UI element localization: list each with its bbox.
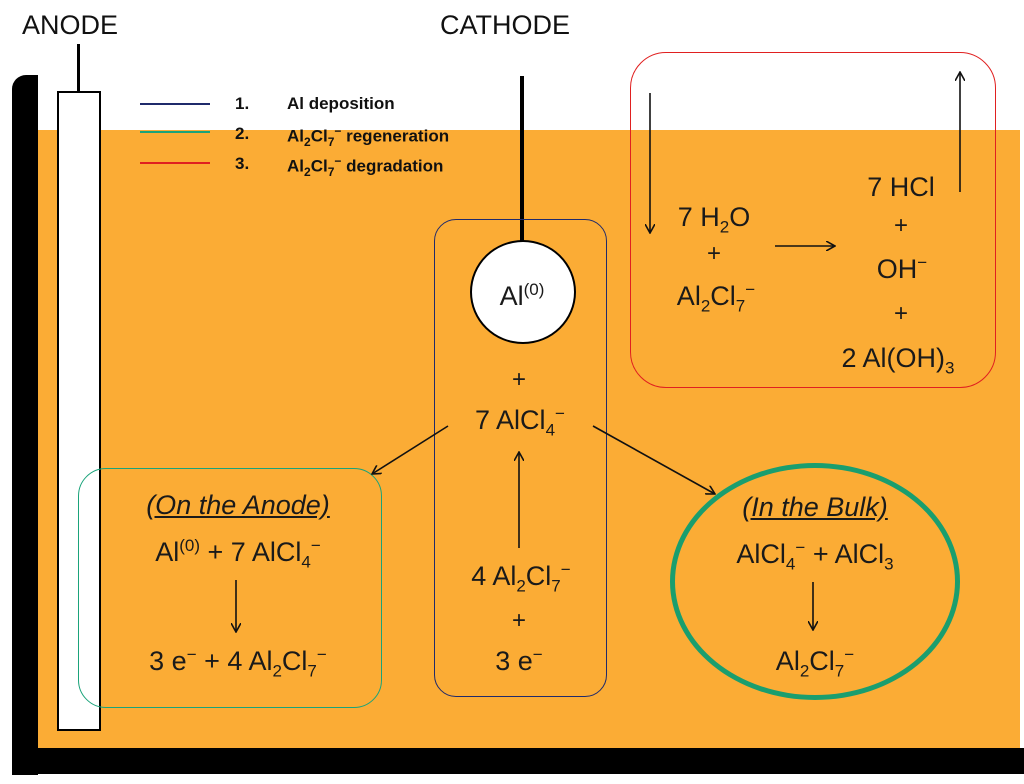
anode-wire bbox=[77, 44, 80, 92]
legend-line-deposition bbox=[140, 103, 210, 105]
water-species: 7 H2O bbox=[677, 202, 751, 237]
al-metal-label: Al(0) bbox=[499, 280, 545, 311]
cathode-label: CATHODE bbox=[440, 10, 571, 40]
aluminum-deposit-circle bbox=[470, 240, 576, 344]
degradation-plus-b: + bbox=[893, 212, 909, 239]
center-plus-2: + bbox=[511, 607, 527, 634]
degradation-plus-a: + bbox=[706, 240, 722, 267]
degradation-plus-c: + bbox=[893, 300, 909, 327]
legend-num-2: 2. bbox=[235, 124, 250, 143]
legend-text-degradation: Al2Cl7− degradation bbox=[287, 154, 444, 180]
legend-text-deposition: Al deposition bbox=[287, 94, 395, 113]
cell-wall-left bbox=[12, 75, 38, 775]
legend-num-3: 3. bbox=[235, 154, 250, 173]
anode-reaction-products: 3 e− + 4 Al2Cl7− bbox=[149, 645, 327, 681]
legend-line-degradation bbox=[140, 162, 210, 164]
bulk-reaction-reactants: AlCl4− + AlCl3 bbox=[736, 538, 894, 574]
cathode-wire bbox=[520, 76, 524, 243]
anode-regeneration-box bbox=[78, 468, 382, 708]
anode-reaction-reactants: Al(0) + 7 AlCl4− bbox=[155, 536, 321, 572]
center-plus: + bbox=[511, 366, 527, 393]
cell-wall-bottom bbox=[12, 748, 1024, 774]
anode-label: ANODE bbox=[22, 10, 119, 40]
bulk-regeneration-ellipse bbox=[670, 463, 960, 700]
anode-electrode bbox=[57, 91, 101, 731]
al2cl7-species: 4 Al2Cl7− bbox=[471, 560, 571, 596]
legend-text-regeneration: Al2Cl7− regeneration bbox=[287, 124, 450, 150]
bulk-box-title: (In the Bulk) bbox=[742, 492, 888, 522]
legend-num-1: 1. bbox=[235, 94, 250, 113]
anode-box-title: (On the Anode) bbox=[146, 490, 330, 520]
hydroxide-species: OH− bbox=[876, 253, 928, 284]
arrow-to-anode-box bbox=[372, 425, 449, 474]
aluminum-hydroxide-species: 2 Al(OH)3 bbox=[841, 343, 955, 378]
alcl4-species: 7 AlCl4− bbox=[475, 404, 565, 440]
deposition-box bbox=[434, 219, 607, 697]
electrons-species: 3 e− bbox=[495, 645, 543, 676]
arrow-to-bulk-ellipse bbox=[592, 425, 715, 494]
hcl-species: 7 HCl bbox=[867, 172, 935, 202]
legend-line-regeneration bbox=[140, 131, 210, 133]
degradation-box bbox=[630, 52, 996, 388]
bulk-reaction-product: Al2Cl7− bbox=[775, 645, 855, 681]
degradation-al2cl7: Al2Cl7− bbox=[676, 280, 756, 316]
